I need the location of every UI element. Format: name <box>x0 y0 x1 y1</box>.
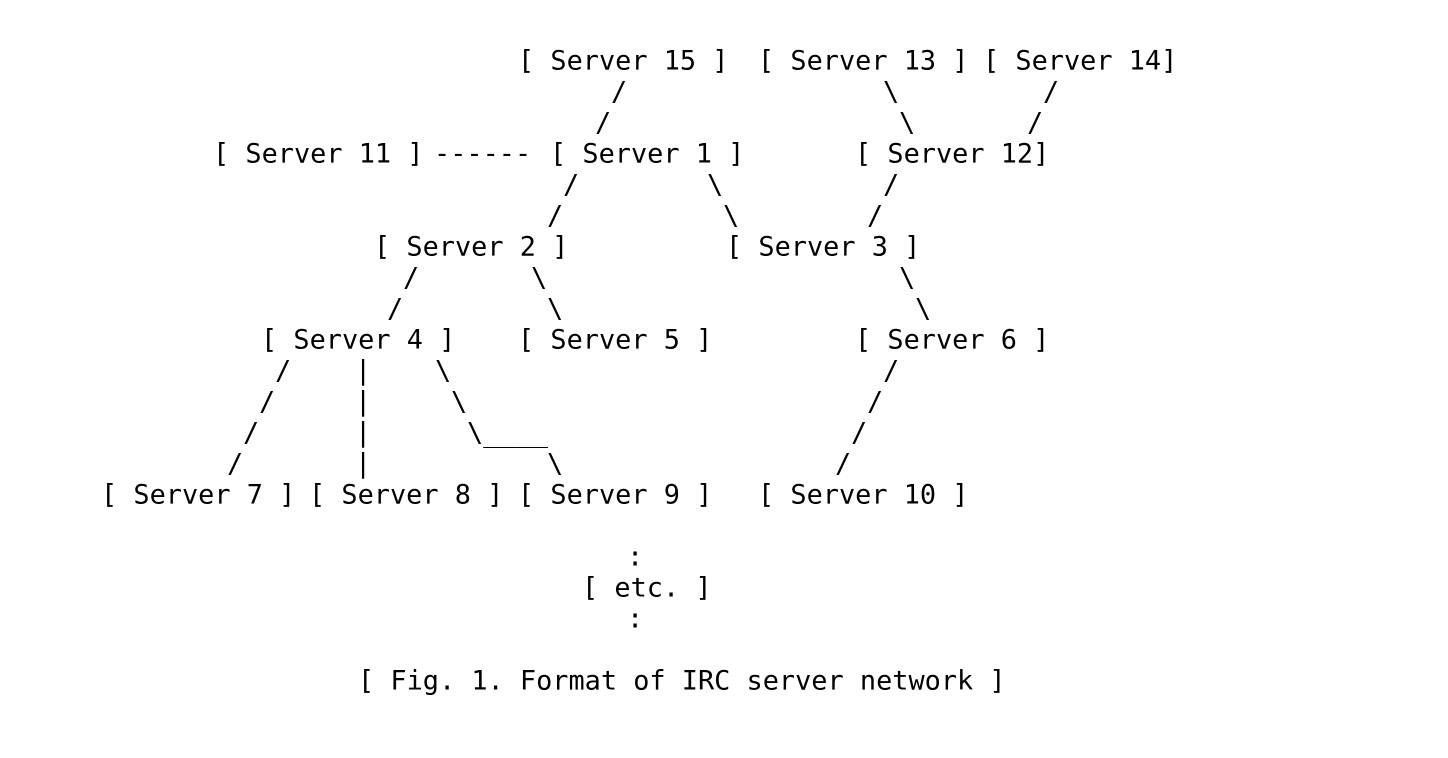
link-4-to-7: / <box>243 417 260 449</box>
server-1-node: [ Server 1 ] <box>550 138 745 170</box>
link-4-to-8: | <box>355 386 372 418</box>
link-4-to-9: \ <box>547 448 564 480</box>
ellipsis-colon-bottom: : <box>627 603 644 635</box>
link-6-to-10: / <box>867 386 884 418</box>
server-11-node: [ Server 11 ] <box>213 138 424 170</box>
figure-caption: [ Fig. 1. Format of IRC server network ] <box>358 665 1006 697</box>
link-2-to-4: / <box>403 262 420 294</box>
server-2-node: [ Server 2 ] <box>374 231 569 263</box>
link-12-to-3: / <box>883 169 900 201</box>
link-13-to-12: \ <box>899 107 916 139</box>
server-10-node: [ Server 10 ] <box>758 479 969 511</box>
link-4-to-7: / <box>275 355 292 387</box>
server-5-node: [ Server 5 ] <box>518 324 713 356</box>
link-11-to-1: ------ <box>434 138 532 170</box>
link-1-to-3: \ <box>707 169 724 201</box>
server-4-node: [ Server 4 ] <box>261 324 456 356</box>
server-3-node: [ Server 3 ] <box>726 231 921 263</box>
server-6-node: [ Server 6 ] <box>855 324 1050 356</box>
link-4-to-9: \ <box>451 386 468 418</box>
link-6-to-10: / <box>883 355 900 387</box>
link-4-to-8: | <box>355 417 372 449</box>
server-12-node: [ Server 12] <box>855 138 1050 170</box>
server-15-node: [ Server 15 ] <box>518 45 729 77</box>
server-7-node: [ Server 7 ] <box>101 479 296 511</box>
link-1-to-3: \ <box>723 200 740 232</box>
link-1-to-2: / <box>547 200 564 232</box>
link-14-to-12: / <box>1027 107 1044 139</box>
server-13-node: [ Server 13 ] <box>758 45 969 77</box>
link-4-to-9: \ <box>435 355 452 387</box>
ellipsis-colon-top: : <box>627 541 644 573</box>
link-4-to-8: | <box>355 355 372 387</box>
server-8-node: [ Server 8 ] <box>309 479 504 511</box>
link-12-to-3: / <box>867 200 884 232</box>
link-2-to-4: / <box>387 293 404 325</box>
link-6-to-10: / <box>851 417 868 449</box>
link-2-to-5: \ <box>547 293 564 325</box>
link-15-to-1: / <box>595 107 612 139</box>
link-13-to-12: \ <box>883 76 900 108</box>
link-2-to-5: \ <box>531 262 548 294</box>
link-4-to-7: / <box>227 448 244 480</box>
link-1-to-2: / <box>563 169 580 201</box>
link-14-to-12: / <box>1043 76 1060 108</box>
link-15-to-1: / <box>611 76 628 108</box>
link-4-to-7: / <box>259 386 276 418</box>
etc-node: [ etc. ] <box>582 572 712 604</box>
link-3-to-6: \ <box>899 262 916 294</box>
link-6-to-10: / <box>835 448 852 480</box>
server-9-node: [ Server 9 ] <box>518 479 713 511</box>
link-4-to-8: | <box>355 448 372 480</box>
link-4-to-9: \____ <box>467 417 548 449</box>
link-3-to-6: \ <box>915 293 932 325</box>
server-14-node: [ Server 14] <box>983 45 1178 77</box>
